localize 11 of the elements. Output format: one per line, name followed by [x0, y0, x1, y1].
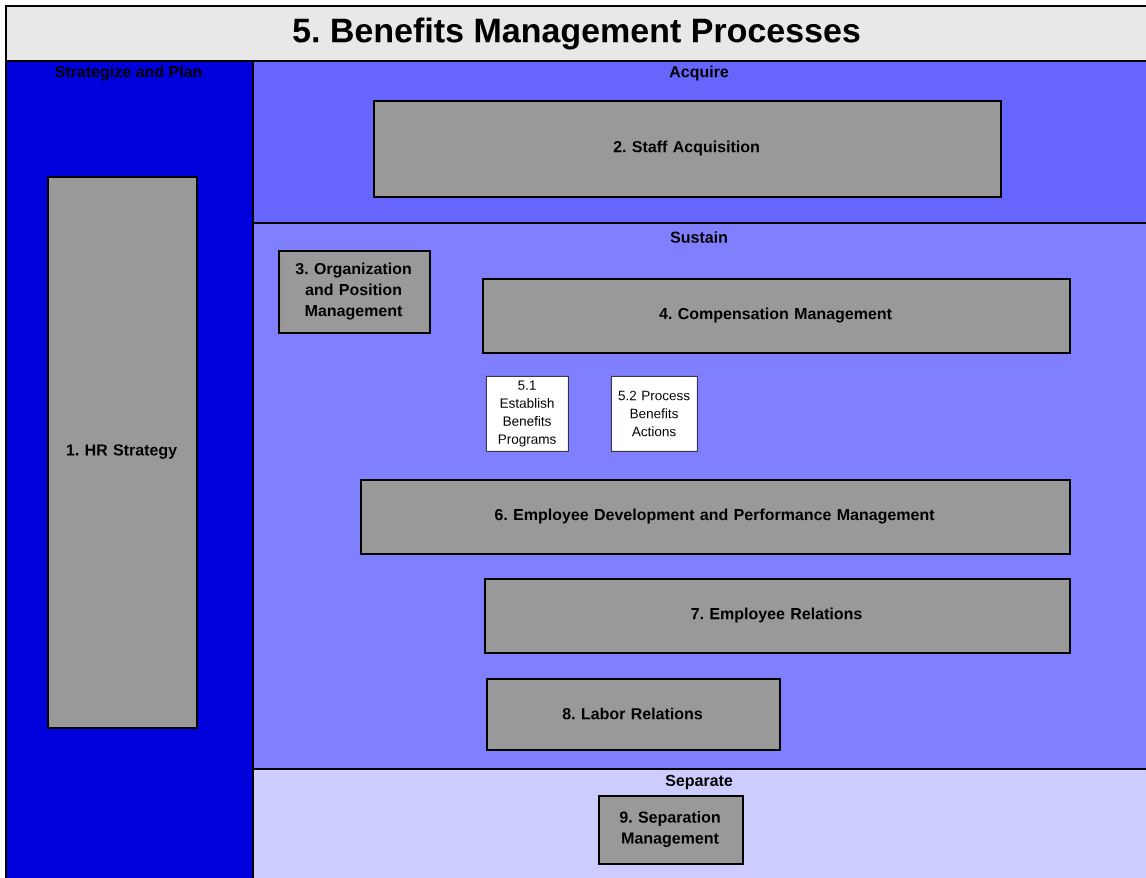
process-box: 3. Organization and Position Management: [278, 250, 431, 334]
process-box: 6. Employee Development and Performance Management: [360, 479, 1071, 555]
process-box: 9. Separation Management: [598, 795, 744, 865]
process-box: 7. Employee Relations: [484, 578, 1071, 654]
process-box: 1. HR Strategy: [47, 176, 198, 729]
process-box: 4. Compensation Management: [482, 278, 1071, 354]
subprocess-box: 5.1 Establish Benefits Programs: [486, 376, 569, 452]
subprocess-box: 5.2 Process Benefits Actions: [611, 376, 698, 452]
process-box: 2. Staff Acquisition: [373, 100, 1002, 198]
process-box: 8. Labor Relations: [486, 678, 781, 751]
title-banner: 5. Benefits Management Processes: [5, 5, 1146, 62]
